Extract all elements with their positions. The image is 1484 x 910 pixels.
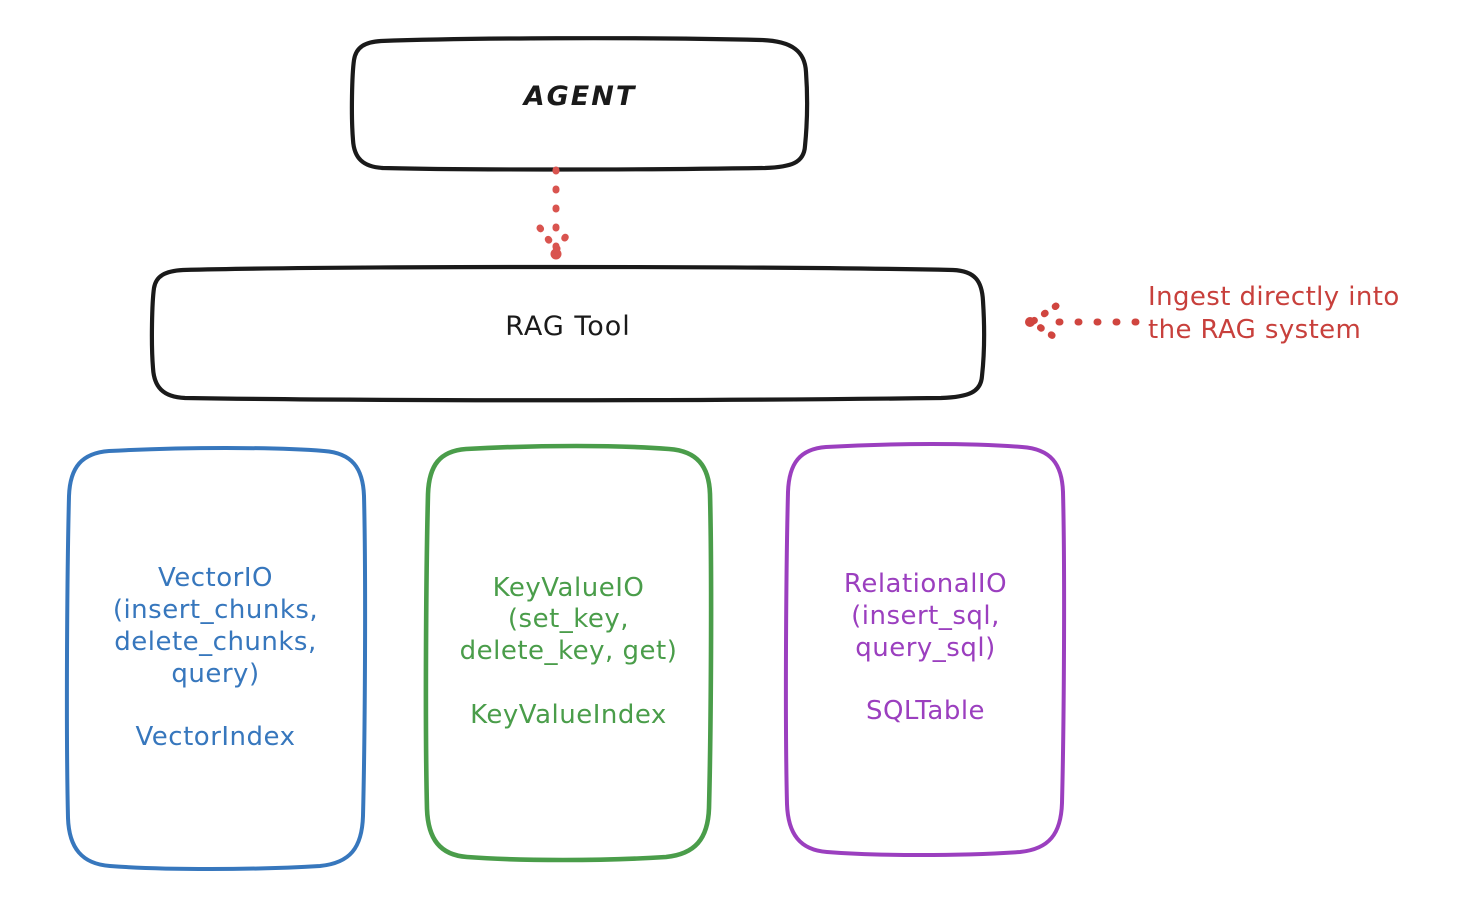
node-agent-label: AGENT [523,81,637,113]
connector-agent-to-rag-tool [536,166,576,260]
node-relational-io[interactable]: RelationalIO (insert_sql, query_sql) SQL… [783,442,1067,857]
node-agent[interactable]: AGENT [349,36,810,172]
node-key-value-io-label: KeyValueIO (set_key, delete_key, get) Ke… [459,572,678,730]
node-rag-tool-label: RAG Tool [505,311,631,343]
node-key-value-io[interactable]: KeyValueIO (set_key, delete_key, get) Ke… [423,443,714,863]
node-vector-io[interactable]: VectorIO (insert_chunks, delete_chunks, … [64,446,368,871]
node-rag-tool[interactable]: RAG Tool [149,264,987,403]
node-vector-io-label: VectorIO (insert_chunks, delete_chunks, … [112,563,319,752]
connector-ingest-arrow [1025,302,1140,342]
node-relational-io-label: RelationalIO (insert_sql, query_sql) SQL… [843,569,1008,727]
annotation-ingest-text: Ingest directly into the RAG system [1148,282,1400,346]
